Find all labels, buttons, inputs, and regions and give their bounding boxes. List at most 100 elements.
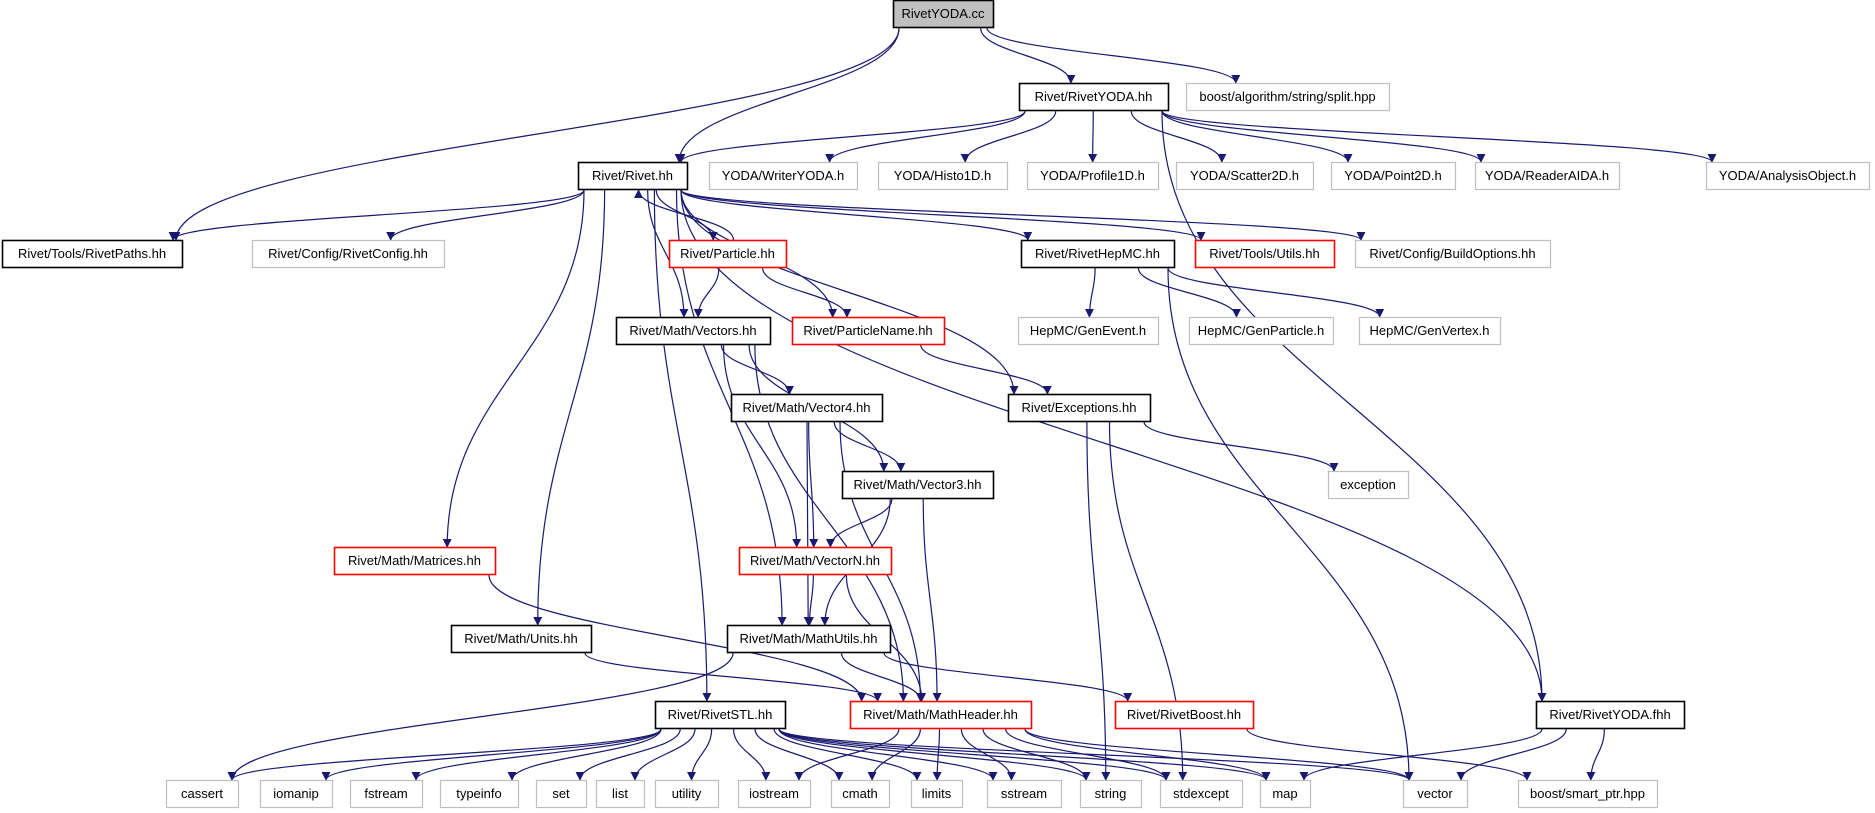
edge-rivet-rivetyoda-hh-to-yoda-profile1d-h bbox=[1088, 110, 1098, 163]
node-box bbox=[910, 779, 964, 809]
include-edge bbox=[674, 27, 900, 163]
include-edge bbox=[1086, 421, 1111, 781]
edge-rivet-rivetstl-hh-to-string bbox=[778, 728, 1091, 781]
node-rivet-math-vector4-hh[interactable]: Rivet/Math/Vector4.hh bbox=[730, 393, 884, 423]
node-rivet-rivetstl-hh[interactable]: Rivet/RivetSTL.hh bbox=[654, 700, 787, 730]
node-label: sstream bbox=[1001, 786, 1047, 801]
node-box bbox=[1, 239, 184, 269]
node-box bbox=[730, 393, 884, 423]
include-edge bbox=[1024, 728, 1414, 781]
node-box bbox=[1259, 779, 1312, 809]
include-edge bbox=[1167, 267, 1385, 318]
include-edge bbox=[762, 267, 852, 318]
include-edge bbox=[634, 189, 735, 241]
edge-rivet-rivetyoda-hh-to-yoda-writeryoda-h bbox=[825, 110, 1026, 163]
include-edge bbox=[1161, 110, 1547, 702]
node-rivet-rivetboost-hh[interactable]: Rivet/RivetBoost.hh bbox=[1114, 700, 1255, 730]
node-label: Rivet/Math/Vector3.hh bbox=[854, 477, 982, 492]
include-edge bbox=[980, 27, 1076, 84]
edge-rivet-math-vectorn-hh-to-rivet-math-mathutils-hh bbox=[804, 574, 814, 626]
edge-rivet-rivet-hh-to-rivet-math-vectors-hh bbox=[647, 189, 689, 318]
edge-rivet-math-mathheader-hh-to-vector bbox=[1024, 728, 1414, 781]
node-rivet-math-vector3-hh[interactable]: Rivet/Math/Vector3.hh bbox=[841, 470, 995, 500]
node-label: vector bbox=[1417, 786, 1453, 801]
node-rivet-exceptions-hh[interactable]: Rivet/Exceptions.hh bbox=[1007, 393, 1152, 423]
include-edge bbox=[575, 728, 681, 781]
node-box bbox=[791, 316, 946, 346]
include-edge bbox=[1456, 728, 1567, 781]
include-edge bbox=[922, 498, 942, 702]
node-label: map bbox=[1272, 786, 1297, 801]
include-edge bbox=[960, 110, 1057, 163]
include-edge bbox=[960, 728, 1016, 781]
node-yoda-writeryoda-h: YODA/WriterYODA.h bbox=[708, 161, 859, 191]
edge-rivet-rivetstl-hh-to-map bbox=[778, 728, 1271, 781]
node-box bbox=[1159, 779, 1244, 809]
node-rivet-rivetyoda-fhh[interactable]: Rivet/RivetYODA.fhh bbox=[1535, 700, 1686, 730]
node-hepmc-genparticle-h: HepMC/GenParticle.h bbox=[1188, 316, 1335, 346]
edge-rivet-rivetstl-hh-to-list bbox=[630, 728, 696, 781]
node-box bbox=[738, 546, 893, 576]
include-edge bbox=[680, 189, 1206, 241]
node-rivet-tools-utils-hh[interactable]: Rivet/Tools/Utils.hh bbox=[1194, 239, 1336, 269]
node-rivet-rivet-hh[interactable]: Rivet/Rivet.hh bbox=[577, 161, 689, 191]
edge-rivet-rivet-hh-to-rivet-math-matrices-hh bbox=[442, 189, 585, 548]
node-rivet-math-mathheader-hh[interactable]: Rivet/Math/MathHeader.hh bbox=[849, 700, 1033, 730]
node-box bbox=[849, 700, 1033, 730]
edge-rivet-rivetstl-hh-to-utility bbox=[687, 728, 713, 781]
node-label: iomanip bbox=[273, 786, 319, 801]
node-string: string bbox=[1079, 779, 1143, 809]
node-label: Rivet/Math/VectorN.hh bbox=[750, 553, 880, 568]
node-rivet-math-matrices-hh[interactable]: Rivet/Math/Matrices.hh bbox=[333, 546, 497, 576]
node-box bbox=[1194, 239, 1336, 269]
node-rivet-tools-rivetpaths-hh[interactable]: Rivet/Tools/RivetPaths.hh bbox=[1, 239, 184, 269]
node-rivet-math-mathutils-hh[interactable]: Rivet/Math/MathUtils.hh bbox=[726, 624, 892, 654]
include-edge bbox=[1161, 110, 1353, 163]
node-label: RivetYODA.cc bbox=[901, 6, 985, 21]
node-map: map bbox=[1259, 779, 1312, 809]
node-rivet-particle-hh[interactable]: Rivet/Particle.hh bbox=[668, 239, 788, 269]
node-rivet-math-units-hh[interactable]: Rivet/Math/Units.hh bbox=[450, 624, 593, 654]
node-rivet-rivethepmc-hh[interactable]: Rivet/RivetHepMC.hh bbox=[1020, 239, 1176, 269]
node-cassert: cassert bbox=[165, 779, 240, 809]
edge-rivet-rivetstl-hh-to-iostream bbox=[732, 728, 771, 781]
node-rivet-config-rivetconfig-hh: Rivet/Config/RivetConfig.hh bbox=[251, 239, 446, 269]
node-box bbox=[1114, 700, 1255, 730]
node-box bbox=[439, 779, 520, 809]
node-rivet-rivetyoda-hh[interactable]: Rivet/RivetYODA.hh bbox=[1018, 82, 1170, 112]
node-list: list bbox=[595, 779, 646, 809]
node-box bbox=[615, 316, 772, 346]
edge-rivet-math-mathheader-hh-to-map bbox=[1024, 728, 1271, 781]
node-box bbox=[1026, 161, 1160, 191]
include-edge bbox=[676, 110, 1026, 163]
edge-rivet-rivetstl-hh-to-iomanip bbox=[321, 728, 662, 781]
edge-rivetyoda-cc-to-rivet-tools-rivetpaths-hh bbox=[171, 27, 900, 241]
edge-rivet-rivethepmc-hh-to-hepmc-genparticle-h bbox=[1137, 267, 1241, 318]
include-edge bbox=[386, 189, 585, 241]
node-label: Rivet/RivetYODA.fhh bbox=[1549, 707, 1670, 722]
edge-rivet-math-vector4-hh-to-rivet-math-vectorn-hh bbox=[808, 421, 819, 548]
node-label: Rivet/RivetHepMC.hh bbox=[1035, 246, 1160, 261]
include-edge bbox=[1161, 110, 1486, 163]
node-box bbox=[1535, 700, 1686, 730]
node-label: Rivet/Math/Units.hh bbox=[464, 631, 577, 646]
node-box bbox=[349, 779, 424, 809]
node-rivet-particlename-hh[interactable]: Rivet/ParticleName.hh bbox=[791, 316, 946, 346]
node-label: Rivet/Rivet.hh bbox=[592, 168, 673, 183]
include-edge bbox=[171, 27, 900, 241]
node-sstream: sstream bbox=[986, 779, 1063, 809]
include-edge bbox=[754, 728, 844, 781]
edge-rivet-rivethepmc-hh-to-hepmc-genevent-h bbox=[1084, 267, 1096, 318]
node-rivetyoda-cc[interactable]: RivetYODA.cc bbox=[892, 0, 995, 29]
include-edge bbox=[693, 267, 720, 318]
node-label: string bbox=[1095, 786, 1127, 801]
node-rivet-math-vectorn-hh[interactable]: Rivet/Math/VectorN.hh bbox=[738, 546, 893, 576]
node-box bbox=[877, 161, 1009, 191]
include-edge bbox=[804, 574, 814, 626]
edge-rivet-exceptions-hh-to-string bbox=[1086, 421, 1111, 781]
edge-rivet-math-mathheader-hh-to-stdexcept bbox=[1005, 728, 1171, 781]
node-rivet-math-vectors-hh[interactable]: Rivet/Math/Vectors.hh bbox=[615, 316, 772, 346]
edge-rivet-math-mathheader-hh-to-limits bbox=[932, 728, 942, 781]
node-yoda-analysisobject-h: YODA/AnalysisObject.h bbox=[1705, 161, 1871, 191]
edge-rivet-rivetyoda-hh-to-yoda-readeraida-h bbox=[1161, 110, 1486, 163]
